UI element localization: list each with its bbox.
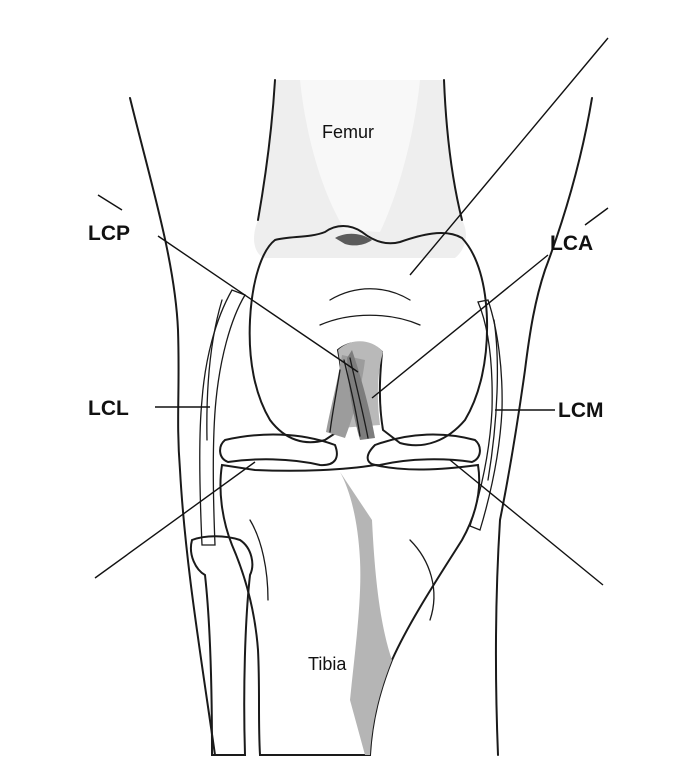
femur-label: Femur bbox=[322, 122, 374, 142]
lcl-label: LCL bbox=[88, 397, 129, 420]
lcm-label: LCM bbox=[558, 399, 604, 422]
lcp-label: LCP bbox=[88, 222, 130, 245]
lca-label: LCA bbox=[550, 232, 593, 255]
tibia-label: Tibia bbox=[308, 654, 347, 674]
